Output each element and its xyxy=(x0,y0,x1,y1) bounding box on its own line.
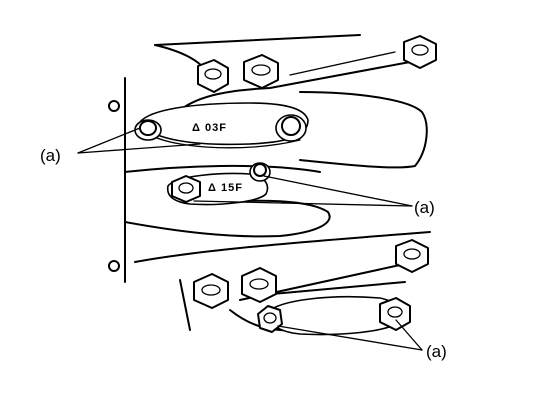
lower-cap-left-edge xyxy=(179,279,191,331)
callout-label-upper: (a) xyxy=(40,146,61,165)
middle-rod-nut-right xyxy=(249,162,271,182)
callout-leaders-middle xyxy=(193,175,413,207)
upper-cap-bolt-right xyxy=(403,35,437,69)
upper-cap-lower-edge xyxy=(179,61,411,111)
lower-cap-bolt-left xyxy=(193,273,229,309)
upper-rod-shadow xyxy=(149,134,301,149)
callout-leaders-lower xyxy=(277,319,423,351)
middle-journal-top xyxy=(124,164,321,173)
middle-counterweight xyxy=(124,199,331,238)
middle-rod-nut-left xyxy=(171,175,201,203)
upper-rod-nut-left xyxy=(134,119,162,141)
lower-rod-nut-left xyxy=(257,305,283,333)
lower-cap-bolt-right xyxy=(395,239,429,273)
upper-cap-bolt-middle xyxy=(243,54,279,89)
upper-cap-bolt-left xyxy=(197,59,229,93)
callout-label-middle: (a) xyxy=(414,198,435,217)
upper-counterweight xyxy=(299,91,428,169)
lower-rod-nut-right xyxy=(379,297,411,331)
block-hole-lower xyxy=(108,260,120,272)
lower-cap-bolt-middle xyxy=(241,267,277,303)
lower-cap-top-edge xyxy=(134,231,431,263)
upper-rod-marking: Δ 03F xyxy=(192,122,227,134)
upper-cap-rib xyxy=(289,51,396,76)
upper-cap-top-edge xyxy=(154,34,361,46)
upper-rod-nut-right xyxy=(275,114,307,142)
upper-rod-big-end xyxy=(139,102,309,146)
callout-label-lower: (a) xyxy=(426,342,447,361)
callout-leaders-upper xyxy=(77,127,201,154)
block-hole-upper xyxy=(108,100,120,112)
middle-rod-marking: Δ 15F xyxy=(208,182,243,194)
